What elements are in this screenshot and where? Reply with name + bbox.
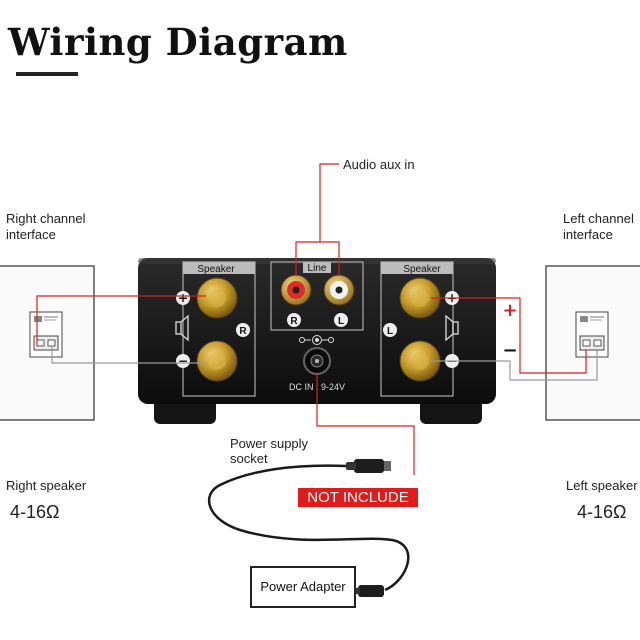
speaker-symbol-icon: [445, 314, 459, 342]
speaker-panel-right-label: Speaker: [403, 264, 441, 275]
speaker-symbol-icon: [175, 314, 189, 342]
power-socket-wire: [316, 374, 415, 475]
polarity-plus-marker: +: [502, 300, 517, 321]
left-speaker-terminal-plate: [575, 311, 609, 358]
rca-l-label: L: [338, 316, 344, 327]
power-adapter-label: Power Adapter: [260, 579, 346, 594]
polarity-minus-marker: −: [502, 340, 517, 361]
device-minus-mark-left: −: [178, 354, 188, 368]
dc-polarity-icon: [299, 335, 334, 345]
left-speaker-label: Left speaker: [566, 478, 638, 493]
left-channel-label-line1: Left channel: [563, 211, 634, 226]
right-channel-label-line2: interface: [6, 227, 56, 242]
right-speaker-plus-wire: [36, 295, 206, 346]
speaker-panel-left-label: Speaker: [197, 264, 235, 275]
channel-l-marker: L: [387, 326, 393, 337]
title-underline: [16, 72, 78, 76]
right-impedance-label: 4-16Ω: [10, 502, 60, 522]
power-socket-label-line2: socket: [230, 451, 268, 466]
power-adapter-box: Power Adapter: [250, 566, 356, 608]
audio-in-wire: [319, 163, 339, 242]
dc-plug-icon: [346, 459, 391, 473]
not-include-badge: NOT INCLUDE: [298, 488, 418, 507]
power-socket-label-line1: Power supply: [230, 436, 309, 451]
left-impedance-label: 4-16Ω: [577, 502, 627, 522]
rca-r-label: R: [290, 316, 298, 327]
device-plus-mark-left: +: [178, 291, 188, 305]
right-speaker-label: Right speaker: [6, 478, 87, 493]
power-adapter-cable: [207, 464, 410, 592]
channel-r-marker: R: [239, 326, 247, 337]
right-speaker-minus-wire: [51, 346, 206, 364]
page-title: Wiring Diagram: [8, 20, 348, 64]
adapter-plug-icon: [352, 585, 384, 597]
left-speaker-plus-wire: [431, 297, 587, 374]
left-speaker-minus-wire: [431, 350, 598, 381]
audio-aux-in-label: Audio aux in: [343, 157, 415, 172]
right-channel-label-line1: Right channel: [6, 211, 86, 226]
line-panel-label: Line: [308, 263, 327, 274]
left-channel-label-line2: interface: [563, 227, 613, 242]
right-speaker-terminal-plate: [29, 311, 63, 358]
